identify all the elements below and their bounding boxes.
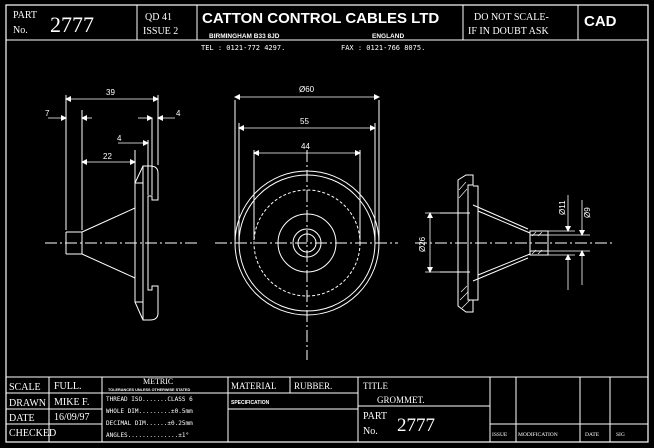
issue-number: ISSUE 2 [143,26,178,37]
company-city: BIRMINGHAM B33 8JD [209,33,280,40]
footer-part-no-label: No. [363,426,378,437]
issue-column-header: ISSUE [492,432,508,438]
date-column-header: DATE [585,432,600,438]
dim-dia-60: Ø60 [299,85,315,94]
scale-value: FULL. [54,381,82,392]
footer-part-label: PART [363,411,387,422]
section-hatching [458,181,543,309]
title-value: GROMMET. [377,395,425,405]
dim-4-right: 4 [176,109,181,118]
telephone: TEL : 0121-772 4297. [201,44,285,52]
dim-55: 55 [300,117,309,126]
front-view-dimensions [234,94,380,156]
tolerance-note: TOLERANCES UNLESS OTHERWISE STATED [108,388,190,392]
decimal-dim-tolerance: DECIMAL DIM......±0.25mm [106,420,193,427]
metric-label: METRIC [143,377,173,386]
dim-22: 22 [103,152,112,161]
cad-mark: CAD [584,13,617,30]
checked-label: CHECKED [9,428,56,439]
dim-4-flange: 4 [117,134,122,143]
company-name: CATTON CONTROL CABLES LTD [202,10,439,27]
do-not-scale-line1: DO NOT SCALE- [474,12,549,23]
footer-grid [6,376,648,442]
side-view [45,95,200,321]
part-number: 2777 [50,12,94,37]
part-label: PART [13,10,37,21]
material-label: MATERIAL [231,381,277,391]
drawn-label: DRAWN [9,398,46,409]
front-view [215,100,398,360]
fax: FAX : 0121-766 8075. [341,44,425,52]
part-no-label: No. [13,25,28,36]
specification-label: SPECIFICATION [231,400,270,406]
side-view-dimensions [48,96,175,165]
dim-dia-26: Ø26 [418,236,427,252]
scale-label: SCALE [9,382,41,393]
date-value: 16/09/97 [54,412,90,423]
material-value: RUBBER. [294,381,332,391]
sig-column-header: SIG [616,432,625,438]
header-block [6,5,648,41]
sheet-border [5,4,649,443]
company-country: ENGLAND [372,33,404,40]
dim-dia-11: Ø11 [558,200,567,215]
angle-tolerance: ANGLES..............±1° [106,432,189,439]
footer-part-number: 2777 [397,415,435,436]
dim-dia-9: Ø9 [583,207,592,218]
date-label: DATE [9,413,35,424]
dim-44: 44 [301,142,310,151]
section-view [415,174,612,313]
do-not-scale-line2: IF IN DOUBT ASK [468,26,549,37]
qd-reference: QD 41 [145,12,172,23]
section-view-dimensions [425,195,590,290]
whole-dim-tolerance: WHOLE DIM.........±0.5mm [106,408,193,415]
modification-column-header: MODIFICATION [518,432,558,438]
dim-7: 7 [45,109,50,118]
title-label: TITLE [363,381,388,391]
drawn-value: MIKE F. [54,397,89,408]
dim-39: 39 [106,88,115,97]
thread-tolerance: THREAD ISO.......CLASS 6 [106,396,193,403]
